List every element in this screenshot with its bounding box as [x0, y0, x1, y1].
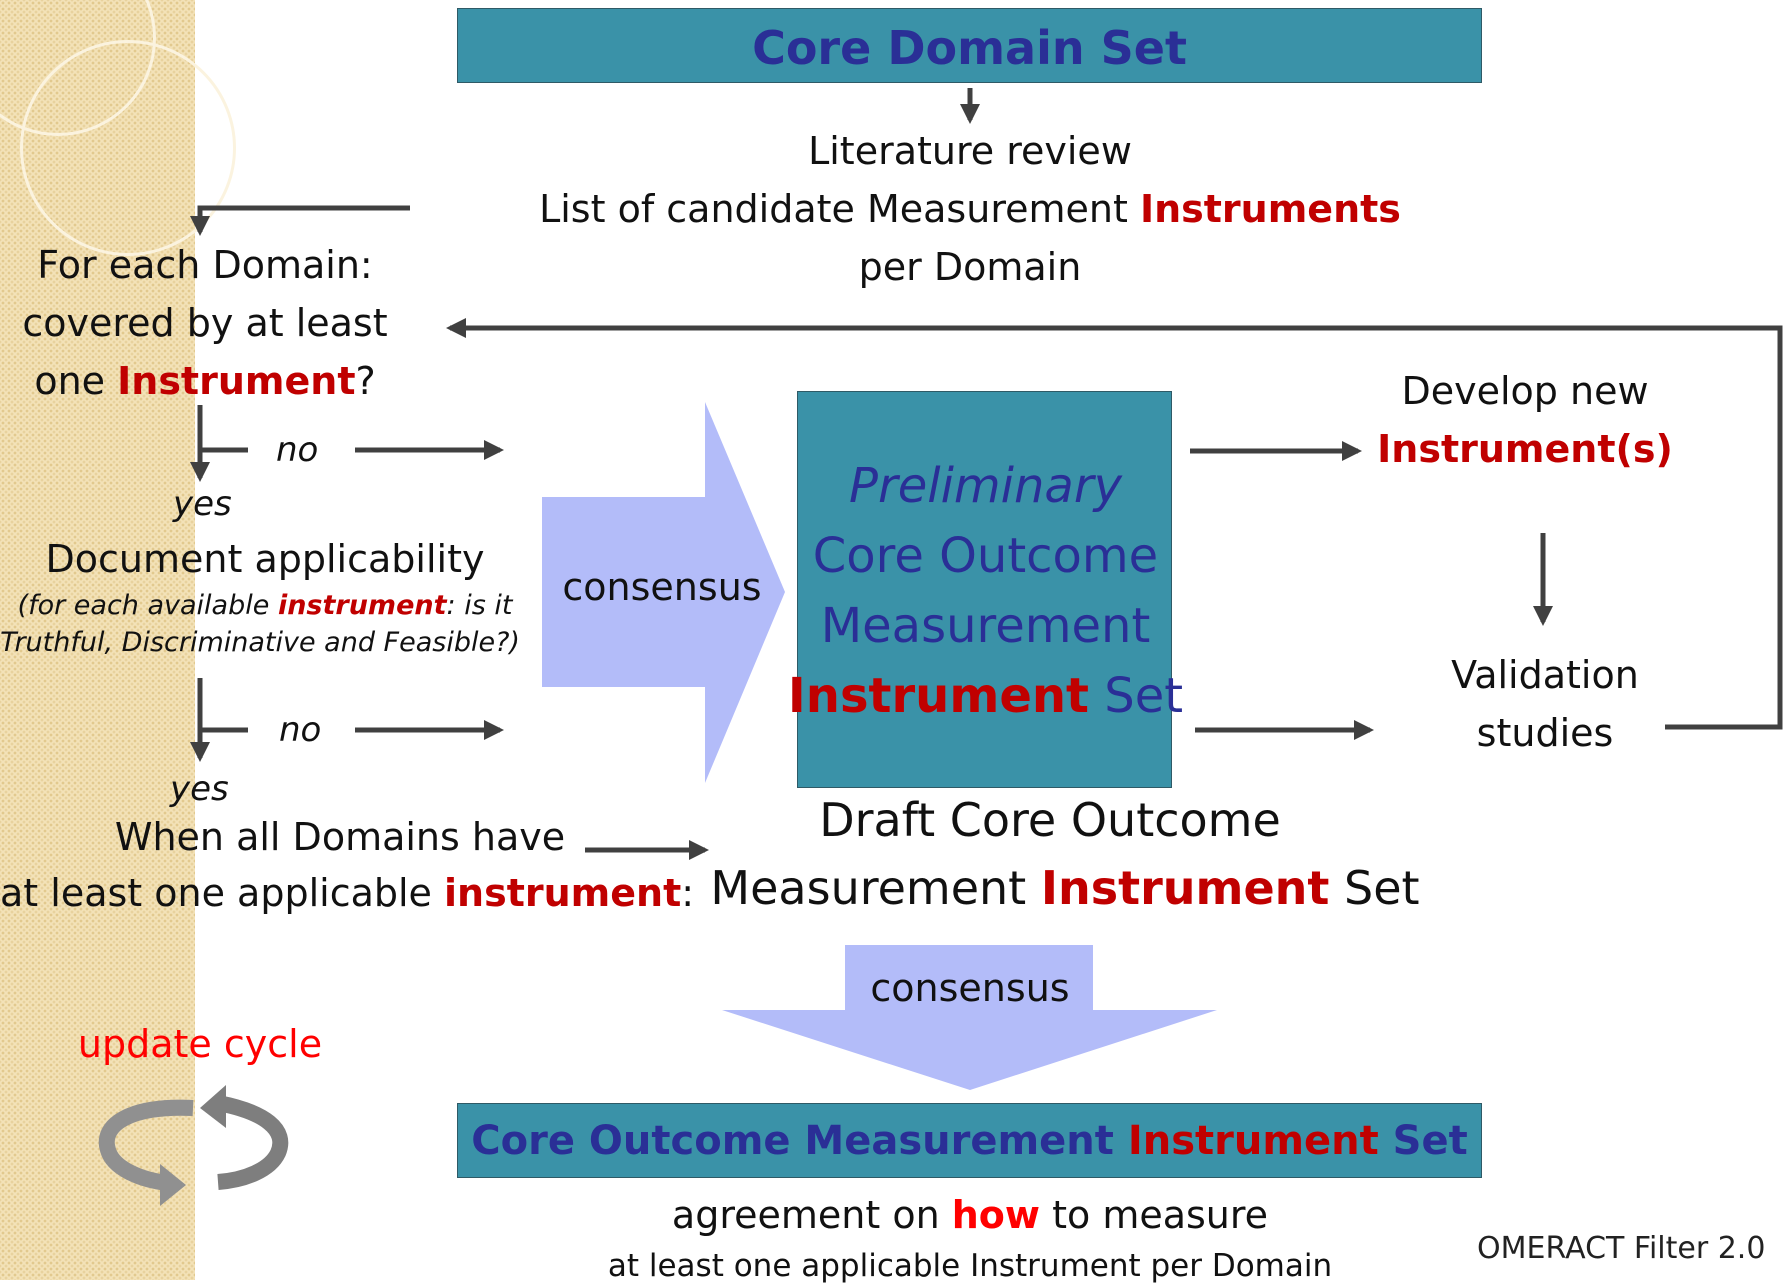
applicability-title: Document applicability — [45, 537, 485, 581]
question-line3-text: one — [34, 359, 118, 403]
sidebar-decoration — [0, 0, 236, 1280]
core-domain-set-box: Core Domain Set — [457, 8, 1482, 83]
arrow-feedback-loop — [446, 318, 1783, 730]
consensus-down-label: consensus — [870, 966, 1070, 1010]
draft-set: Set — [1329, 861, 1420, 915]
arrow-literature-to-question — [190, 205, 410, 236]
preliminary-set-box: Preliminary Core Outcome Measurement Ins… — [788, 391, 1183, 788]
literature-review-line1: Literature review — [808, 129, 1132, 173]
core-outcome-set-title: Core Outcome Measurement Instrument Set — [458, 1121, 1481, 1161]
question-mark: ? — [355, 359, 376, 403]
preliminary-line1: Preliminary — [849, 458, 1122, 514]
applicability-note2: Truthful, Discriminative and Feasible?) — [0, 627, 520, 658]
all-domains-line1: When all Domains have — [114, 815, 566, 859]
literature-review-instruments: Instruments — [1139, 187, 1401, 231]
cycle-arrows-icon — [98, 1085, 289, 1206]
all-domains-line2-text: at least one applicable — [0, 871, 445, 915]
core-domain-set-title: Core Domain Set — [752, 21, 1187, 75]
core-outcome-instrument: Instrument — [1127, 1118, 1379, 1164]
preliminary-line3: Measurement — [820, 598, 1151, 654]
all-domains-line2: at least one applicable instrument: — [0, 874, 694, 912]
preliminary-line2: Core Outcome — [812, 528, 1159, 584]
agreement-end: to measure — [1040, 1193, 1269, 1237]
question-line3: one Instrument? — [0, 362, 410, 400]
applicability-note1-end: : is it — [446, 590, 513, 621]
literature-review-line2: List of candidate Measurement Instrument… — [500, 190, 1440, 228]
draft-instrument: Instrument — [1040, 861, 1330, 915]
footer-label: OMERACT Filter 2.0 — [1477, 1231, 1766, 1266]
draft-line2-text: Measurement — [710, 861, 1041, 915]
consensus-arrow-right — [542, 402, 785, 783]
draft-line2: Measurement Instrument Set — [690, 865, 1440, 911]
branch-no-1: no — [276, 430, 319, 470]
question-line1: For each Domain: — [37, 243, 373, 287]
preliminary-instrument: Instrument — [787, 668, 1089, 724]
consensus-right-label: consensus — [562, 565, 762, 609]
branch-yes-1: yes — [173, 484, 232, 524]
agreement-text: agreement on — [671, 1193, 952, 1237]
consensus-arrow-down — [722, 945, 1217, 1090]
develop-line1: Develop new — [1401, 369, 1649, 413]
question-line2: covered by at least — [22, 301, 388, 345]
question-instrument: Instrument — [117, 359, 356, 403]
applicability-note1: (for each available instrument: is it — [0, 592, 530, 619]
branch-no-2: no — [279, 710, 322, 750]
core-outcome-set-end: Set — [1378, 1118, 1468, 1164]
all-domains-colon: : — [681, 871, 695, 915]
preliminary-line4: Instrument Set — [786, 672, 1185, 720]
preliminary-set: Set — [1089, 668, 1184, 724]
develop-instruments: Instrument(s) — [1377, 427, 1673, 471]
literature-review-line3: per Domain — [858, 245, 1082, 289]
applicability-instrument: instrument — [277, 590, 447, 621]
validation-line1: Validation — [1451, 653, 1639, 697]
update-cycle-label: update cycle — [77, 1022, 323, 1066]
agreement-how: how — [951, 1193, 1041, 1237]
applicability-note1-text: (for each available — [17, 590, 278, 621]
draft-line1: Draft Core Outcome — [819, 793, 1281, 847]
validation-line2: studies — [1476, 711, 1614, 755]
agreement-line1: agreement on how to measure — [570, 1196, 1370, 1234]
agreement-line2: at least one applicable Instrument per D… — [607, 1248, 1333, 1284]
literature-review-line2-text: List of candidate Measurement — [539, 187, 1140, 231]
decorative-ring — [20, 40, 236, 256]
core-outcome-set-text: Core Outcome Measurement — [471, 1118, 1128, 1164]
all-domains-instrument: instrument — [444, 871, 682, 915]
core-outcome-set-box: Core Outcome Measurement Instrument Set — [457, 1103, 1482, 1178]
branch-yes-2: yes — [170, 769, 229, 809]
